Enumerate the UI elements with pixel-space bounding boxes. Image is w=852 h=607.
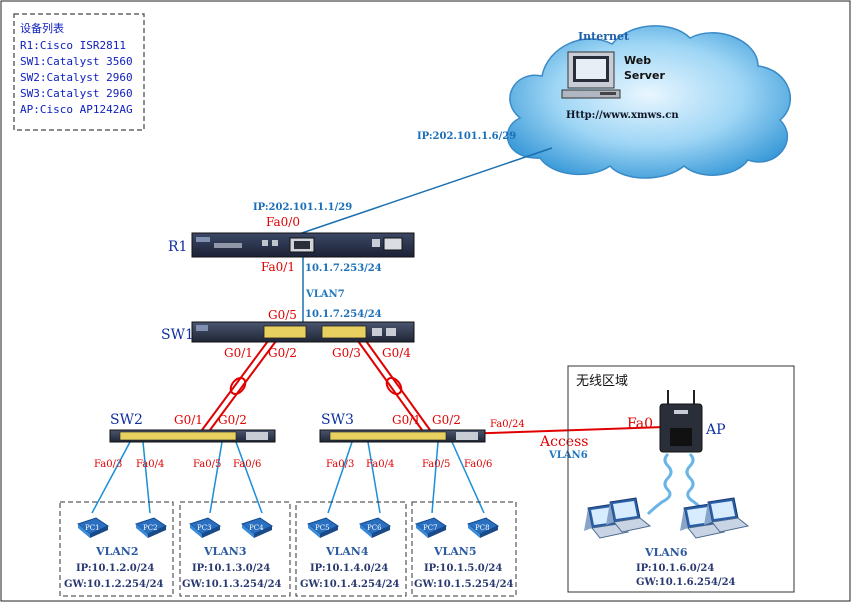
legend-line: SW3:Catalyst 2960 <box>20 87 133 100</box>
legend-line: SW1:Catalyst 3560 <box>20 55 133 68</box>
etherchannel-ring <box>229 377 247 395</box>
r1-wan-ip: IP:202.101.1.1/29 <box>253 202 352 213</box>
sw2-g02-label: G0/2 <box>218 413 247 427</box>
vlan-name: VLAN2 <box>95 545 139 558</box>
access-mode-label: Access <box>539 434 588 450</box>
sw3-fa06-label: Fa0/6 <box>464 459 492 470</box>
sw3-fa03-label: Fa0/3 <box>326 459 354 470</box>
web-server-icon <box>561 51 621 99</box>
vlan2-group: PC1 PC2 VLAN2 IP:10.1.2.0/24 GW:10.1.2.2… <box>59 501 174 597</box>
sw1-ip: 10.1.7.254/24 <box>305 309 382 320</box>
sw1-g02-label: G0/2 <box>268 346 297 360</box>
pc-label: PC1 <box>85 524 100 532</box>
sw2-name: SW2 <box>110 412 143 428</box>
ap-port-label: Fa0 <box>627 416 653 432</box>
r1-fa01-label: Fa0/1 <box>261 260 295 274</box>
vlan-name: VLAN3 <box>203 545 247 558</box>
vlan-gw: GW:10.1.4.254/24 <box>300 579 400 590</box>
sw1-g05-label: G0/5 <box>268 308 297 322</box>
pc-label: PC4 <box>249 524 264 532</box>
sw3-g02-label: G0/2 <box>432 413 461 427</box>
wireless-gw: GW:10.1.6.254/24 <box>636 577 736 588</box>
pc-label: PC8 <box>475 524 490 532</box>
access-point-icon <box>659 390 703 453</box>
sw1-vlan-label: VLAN7 <box>305 289 345 300</box>
pc-label: PC3 <box>197 524 212 532</box>
sw1-sw3-link-a <box>357 340 423 431</box>
wireless-ip: IP:10.1.6.0/24 <box>636 563 714 574</box>
vlan-gw: GW:10.1.5.254/24 <box>414 579 514 590</box>
links <box>91 147 666 514</box>
r1-fa00-label: Fa0/0 <box>266 215 300 229</box>
switch-sw2 <box>109 429 276 443</box>
sw3-fa04-label: Fa0/4 <box>366 459 394 470</box>
vlan3-group: PC3 PC4 VLAN3 IP:10.1.3.0/24 GW:10.1.3.2… <box>179 501 291 597</box>
r1-lan-ip: 10.1.7.253/24 <box>305 263 382 274</box>
vlan-gw: GW:10.1.2.254/24 <box>64 579 164 590</box>
pc-label: PC2 <box>143 524 158 532</box>
vlan-gw: GW:10.1.3.254/24 <box>182 579 282 590</box>
wireless-title: 无线区域 <box>576 374 628 389</box>
ap-name: AP <box>705 422 726 438</box>
sw2-g01-label: G0/1 <box>174 413 203 427</box>
server-url: Http://www.xmws.cn <box>566 110 679 121</box>
sw1-g04-label: G0/4 <box>382 346 411 360</box>
wireless-link-icon <box>685 452 708 515</box>
sw2-fa03-label: Fa0/3 <box>94 459 122 470</box>
legend-line: AP:Cisco AP1242AG <box>20 103 133 116</box>
router-r1 <box>191 232 415 258</box>
sw1-sw2-link-a <box>201 340 269 431</box>
vlan-name: VLAN4 <box>325 545 369 558</box>
wan-link <box>295 147 553 236</box>
sw3-fa05-label: Fa0/5 <box>422 459 450 470</box>
etherchannel-ring <box>385 377 403 395</box>
vlan-ip: IP:10.1.3.0/24 <box>192 563 270 574</box>
sw2-fa05-label: Fa0/5 <box>193 459 221 470</box>
pc-label: PC5 <box>315 524 330 532</box>
sw1-g01-label: G0/1 <box>224 346 253 360</box>
vlan-ip: IP:10.1.4.0/24 <box>310 563 388 574</box>
server-ip: IP:202.101.1.6/29 <box>417 131 516 142</box>
wireless-area: 无线区域 Fa0 AP VLAN6 IP:10.1.6.0/24 GW:10.1… <box>567 365 795 593</box>
pc-label: PC7 <box>423 524 438 532</box>
vlan4-group: PC5 PC6 VLAN4 IP:10.1.4.0/24 GW:10.1.4.2… <box>295 501 407 597</box>
sw3-g01-label: G0/1 <box>392 413 421 427</box>
sw1-g03-label: G0/3 <box>332 346 361 360</box>
server-label-line2: Server <box>624 69 665 82</box>
sw3-fa024-label: Fa0/24 <box>490 419 525 430</box>
switch-sw1 <box>191 321 415 343</box>
legend-line: SW2:Catalyst 2960 <box>20 71 133 84</box>
legend-title: 设备列表 <box>20 21 64 35</box>
r1-name: R1 <box>168 239 187 255</box>
legend-line: R1:Cisco ISR2811 <box>20 39 126 52</box>
switch-sw3 <box>319 429 486 443</box>
sw1-name: SW1 <box>161 327 194 343</box>
vlan-ip: IP:10.1.2.0/24 <box>76 563 154 574</box>
sw1-sw3-link-b <box>365 340 431 431</box>
wireless-vlan-label: VLAN6 <box>644 546 688 559</box>
sw3-name: SW3 <box>321 412 354 428</box>
pc-label: PC6 <box>367 524 382 532</box>
vlan-ip: IP:10.1.5.0/24 <box>424 563 502 574</box>
sw2-fa04-label: Fa0/4 <box>136 459 164 470</box>
sw1-sw2-link-b <box>209 340 277 431</box>
device-legend: 设备列表 R1:Cisco ISR2811 SW1:Catalyst 3560 … <box>13 13 145 131</box>
sw3-ap-link <box>459 426 666 435</box>
vlan-name: VLAN5 <box>433 545 477 558</box>
server-label-line1: Web <box>624 54 651 67</box>
wireless-link-icon <box>646 452 673 516</box>
internet-label: Internet <box>578 30 630 43</box>
internet-cloud: Internet Web Server Http://www.xmws.cn <box>506 25 791 179</box>
vlan5-group: PC7 PC8 VLAN5 IP:10.1.5.0/24 GW:10.1.5.2… <box>411 501 517 597</box>
sw2-fa06-label: Fa0/6 <box>233 459 261 470</box>
